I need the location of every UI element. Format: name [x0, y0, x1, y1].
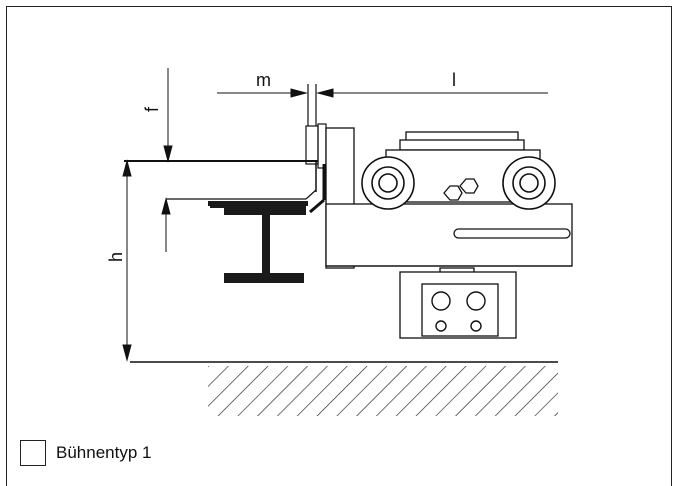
dimension-f: [161, 68, 173, 252]
platform-type-label: Bühnentyp 1: [56, 443, 152, 462]
platform-type-option[interactable]: Bühnentyp 1: [20, 440, 151, 466]
floor: [130, 361, 558, 416]
label-m: m: [256, 70, 271, 90]
label-h: h: [106, 252, 126, 262]
guide-slot: [453, 228, 571, 239]
clamp-bracket: [305, 84, 327, 169]
label-f: f: [142, 106, 162, 112]
i-beam: [208, 201, 308, 283]
wheel-left: [361, 156, 415, 210]
dimension-h: [122, 159, 132, 362]
wheel-right: [502, 156, 556, 210]
dimension-m-l: [217, 88, 548, 98]
label-l: l: [452, 70, 456, 90]
hex-nuts: [443, 178, 479, 201]
figure-frame: [6, 6, 672, 486]
platform-type-checkbox[interactable]: [20, 440, 46, 466]
control-holes: [431, 291, 486, 332]
platform-slab: [124, 160, 326, 214]
